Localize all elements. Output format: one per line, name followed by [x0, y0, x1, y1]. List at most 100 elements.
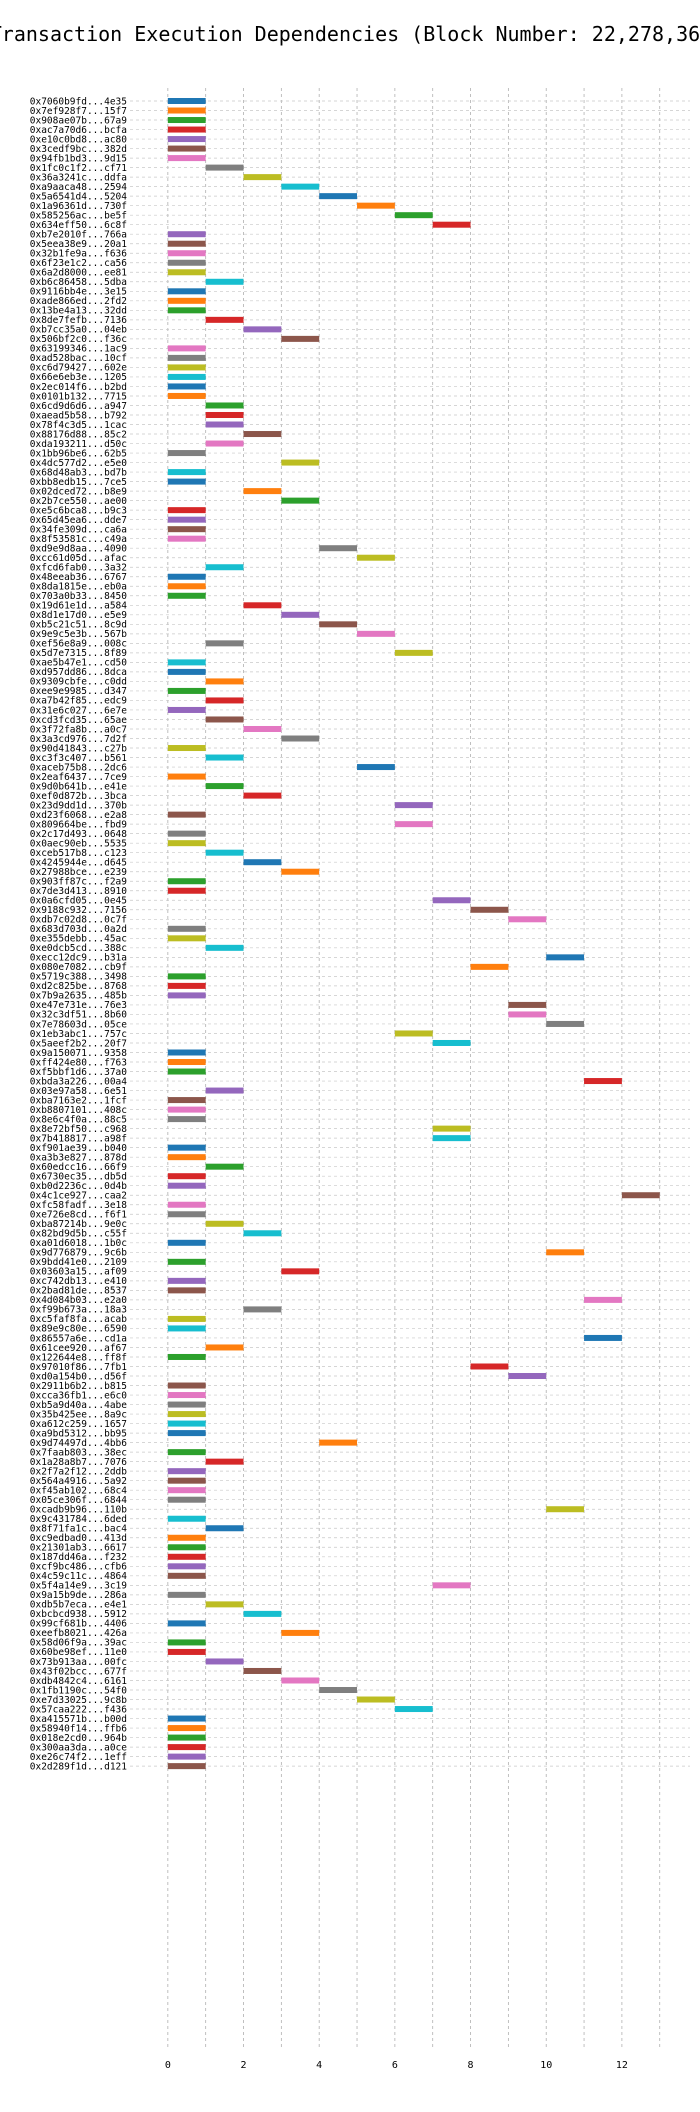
y-tick-label: 0xae5b47e1...cd50 [30, 658, 128, 669]
tx-bar [357, 764, 395, 771]
tx-bar [205, 1163, 244, 1170]
y-tick-label: 0x8f53581c...c49a [30, 534, 127, 545]
tx-bar [319, 545, 358, 552]
tx-bar [205, 783, 244, 790]
y-tick-label: 0x03603a15...af09 [30, 1267, 128, 1278]
y-tick-label: 0x78f4c3d5...1cac [30, 420, 127, 431]
y-tick-label: 0x634eff50...6c8f [30, 220, 127, 231]
tx-bar [470, 963, 509, 970]
y-tick-label: 0xb6c86458...5dba [30, 277, 127, 288]
tx-bar [243, 174, 282, 181]
y-tick-label: 0x90d41843...c27b [30, 743, 128, 754]
y-tick-label: 0x2b7ce550...ae00 [30, 496, 128, 507]
y-tick-label: 0xe0dcb5cd...388c [30, 943, 127, 954]
tx-bar [167, 1487, 206, 1494]
y-tick-label: 0x97010f86...7fb1 [30, 1362, 128, 1373]
tx-bar [167, 687, 206, 694]
y-tick-label: 0xcca36fb1...e6c0 [30, 1390, 128, 1401]
y-tick-label: 0xba87214b...9e0c [30, 1219, 127, 1230]
y-tick-label: 0xbb8edb15...7ce5 [30, 477, 127, 488]
tx-bar [546, 1506, 585, 1513]
tx-bar [243, 1230, 282, 1237]
y-tick-label: 0x018e2cd0...964b [30, 1733, 128, 1744]
y-tick-label: 0xe726e8cd...f6f1 [30, 1210, 128, 1221]
y-tick-label: 0xcadb9b96...110b [30, 1505, 128, 1516]
y-tick-label: 0x63199346...1ac9 [30, 344, 128, 355]
tx-bar [167, 1591, 206, 1598]
y-tick-label: 0xa01d6018...1b0c [30, 1238, 127, 1249]
tx-bar [508, 1373, 547, 1380]
y-tick-label: 0x0aec90eb...5535 [30, 838, 127, 849]
tx-bar [167, 573, 206, 580]
tx-bar [205, 1220, 244, 1227]
y-tick-label: 0xdb4842c4...6161 [30, 1676, 128, 1687]
tx-bar [167, 1392, 206, 1399]
tx-bar [394, 821, 433, 828]
tx-bar [205, 1601, 244, 1608]
tx-bar [167, 1154, 206, 1161]
y-tick-label: 0x89e9c80e...6590 [30, 1324, 128, 1335]
tx-bar [167, 1734, 206, 1741]
tx-bar [281, 1268, 320, 1275]
y-tick-label: 0x0101b132...7715 [30, 391, 127, 402]
y-tick-label: 0x908ae07b...67a9 [30, 115, 128, 126]
y-tick-label: 0xd23f6068...e2a8 [30, 810, 128, 821]
tx-bar [167, 1182, 206, 1189]
tx-bar [167, 1648, 206, 1655]
y-tick-label: 0x36a3241c...ddfa [30, 172, 127, 183]
tx-bar [167, 1144, 206, 1151]
tx-bar [394, 1030, 433, 1037]
tx-bar [281, 1629, 320, 1636]
tx-bar [205, 440, 244, 447]
tx-bar [167, 706, 206, 713]
y-tick-label: 0x31e6c027...6e7e [30, 705, 128, 716]
y-tick-label: 0x2911b6b2...b815 [30, 1381, 127, 1392]
y-tick-label: 0x703a0b33...8450 [30, 591, 128, 602]
tx-bar [167, 1725, 206, 1732]
y-tick-label: 0x2eaf6437...7ce9 [30, 772, 128, 783]
y-tick-label: 0x9a150071...9358 [30, 1048, 128, 1059]
tx-bar [167, 1572, 206, 1579]
tx-bar [167, 117, 206, 124]
tx-bar [205, 316, 244, 323]
tx-bar [167, 136, 206, 143]
tx-bar [281, 611, 320, 618]
y-tick-label: 0x32b1fe9a...f636 [30, 249, 128, 260]
y-tick-label: 0x82bd9d5b...c55f [30, 1229, 127, 1240]
y-tick-label: 0x6a2d8000...ee81 [30, 268, 128, 279]
y-tick-label: 0xbda3a226...00a4 [30, 1076, 128, 1087]
tx-bar [167, 1116, 206, 1123]
tx-bar [281, 497, 320, 504]
tx-bar [167, 1515, 206, 1522]
y-tick-label: 0x903ff87c...f2a9 [30, 877, 128, 888]
y-tick-label: 0xac7a70d6...bcfa [30, 125, 127, 136]
y-tick-label: 0x2ec014f6...b2bd [30, 382, 127, 393]
tx-bar [357, 630, 395, 637]
tx-bar [584, 1078, 622, 1085]
chart-title: Transaction Execution Dependencies (Bloc… [0, 22, 700, 46]
tx-bar [319, 193, 358, 200]
y-tick-label: 0xbcbcd938...5912 [30, 1609, 127, 1620]
y-tick-label: 0xb0d2236c...0d4b [30, 1181, 128, 1192]
tx-bar [167, 1201, 206, 1208]
tx-bar [281, 335, 320, 342]
tx-bar [167, 878, 206, 885]
tx-bar [167, 982, 206, 989]
tx-bar [167, 288, 206, 295]
y-tick-label: 0x3f72fa8b...a0c7 [30, 724, 127, 735]
y-tick-label: 0x6730ec35...db5d [30, 1171, 127, 1182]
y-tick-label: 0xe355debb...45ac [30, 934, 127, 945]
y-tick-label: 0xd2c825be...8768 [30, 981, 128, 992]
tx-bar [205, 402, 244, 409]
y-tick-label: 0x5aeef2b2...20f7 [30, 1038, 127, 1049]
tx-bar [243, 725, 282, 732]
tx-bar [167, 1068, 206, 1075]
y-tick-label: 0xf99b673a...18a3 [30, 1305, 127, 1316]
tx-bar [167, 1744, 206, 1751]
y-tick-label: 0x1eb3abc1...757c [30, 1029, 127, 1040]
y-tick-label: 0xaead5b58...b792 [30, 410, 127, 421]
y-tick-label: 0x61cee920...af67 [30, 1343, 127, 1354]
y-tick-label: 0x34fe309d...ca6a [30, 524, 127, 535]
tx-bar [584, 1334, 622, 1341]
